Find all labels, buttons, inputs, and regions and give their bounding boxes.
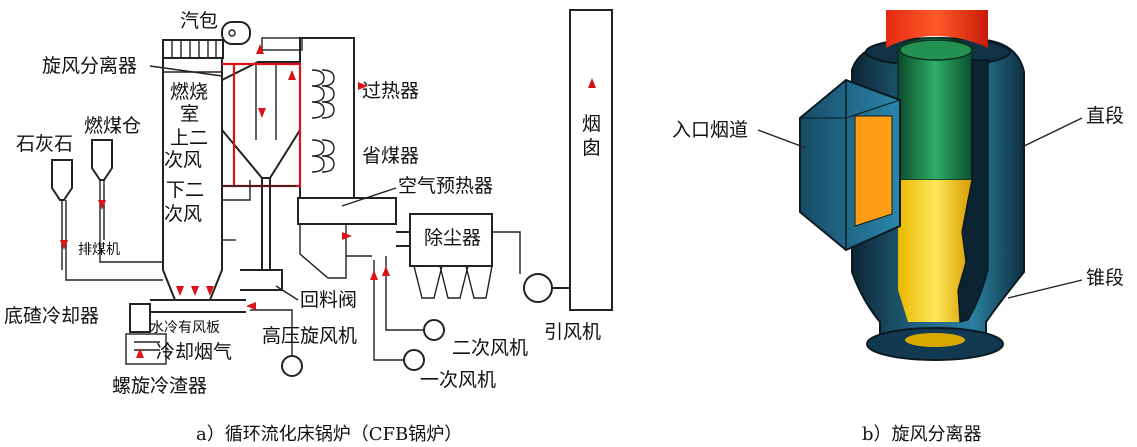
label-lower-2: 次风: [164, 203, 202, 225]
label-superheater: 过热器: [362, 80, 419, 102]
chimney: [569, 9, 613, 311]
cfb-boiler-diagram: [51, 9, 613, 377]
primary-fan: [370, 260, 425, 371]
cyclone-cutaway: [799, 10, 1025, 361]
header-grid: [162, 39, 224, 59]
air-preheater: [297, 197, 397, 279]
label-dust-collector: 除尘器: [424, 227, 481, 249]
label-stack-2: 囱: [582, 137, 601, 159]
cutaway-wall: [957, 59, 989, 323]
left-labels: 汽包 旋风分离器 过热器 燃煤仓 石灰石 燃烧 室 上二 次风 下二 次风 省煤…: [4, 10, 601, 445]
label-economizer: 省煤器: [362, 145, 419, 167]
right-labels: 入口烟道 直段 锥段 b）旋风分离器: [672, 105, 1124, 445]
label-air-preheater: 空气预热器: [398, 175, 493, 197]
label-bottom-ash-cooler: 底碴冷却器: [4, 305, 99, 327]
outlet-duct: [886, 10, 988, 48]
label-cooling-flue: 冷却烟气: [156, 341, 232, 363]
label-cyclone: 旋风分离器: [42, 55, 137, 77]
label-combustion-2: 室: [180, 103, 199, 125]
label-cone-section: 锥段: [1086, 267, 1124, 289]
label-coal-bunker: 燃煤仓: [84, 115, 141, 137]
label-upper-1: 上二: [170, 127, 208, 149]
label-coal-feeder: 排煤机: [78, 242, 120, 258]
distributor-plate: [150, 286, 256, 313]
caption-left: a）循环流化床锅炉（CFB锅炉）: [196, 424, 462, 445]
dust-collector: [396, 213, 493, 299]
loop-seal: [222, 180, 372, 291]
label-straight-section: 直段: [1086, 105, 1124, 127]
label-water-cooled-plate: 水冷有风板: [150, 320, 220, 336]
label-inlet-duct: 入口烟道: [672, 119, 748, 141]
secondary-fan: [382, 256, 445, 341]
label-hp-blower: 高压旋风机: [262, 325, 357, 347]
label-screw-cooler: 螺旋冷渣器: [112, 375, 207, 397]
high-pressure-blower: [250, 309, 303, 377]
label-lower-1: 下二: [166, 179, 204, 201]
caption-right: b）旋风分离器: [862, 424, 982, 445]
label-combustion-1: 燃烧: [170, 81, 208, 103]
coal-silo: [65, 139, 163, 281]
label-upper-2: 次风: [164, 149, 202, 171]
cyclone-separator: [221, 61, 301, 270]
limestone-silo: [51, 159, 73, 270]
label-induced-fan: 引风机: [544, 321, 601, 343]
label-steam-drum: 汽包: [180, 10, 218, 32]
steam-drum: [221, 21, 251, 45]
label-primary-fan: 一次风机: [420, 369, 496, 391]
induced-draft-fan: [492, 231, 570, 303]
label-limestone: 石灰石: [16, 133, 73, 155]
label-secondary-fan: 二次风机: [452, 337, 528, 359]
label-loop-seal: 回料阀: [300, 289, 357, 311]
bottom-ash-cooler: [125, 303, 167, 365]
label-stack-1: 烟: [582, 113, 601, 135]
inner-core: [898, 180, 972, 322]
